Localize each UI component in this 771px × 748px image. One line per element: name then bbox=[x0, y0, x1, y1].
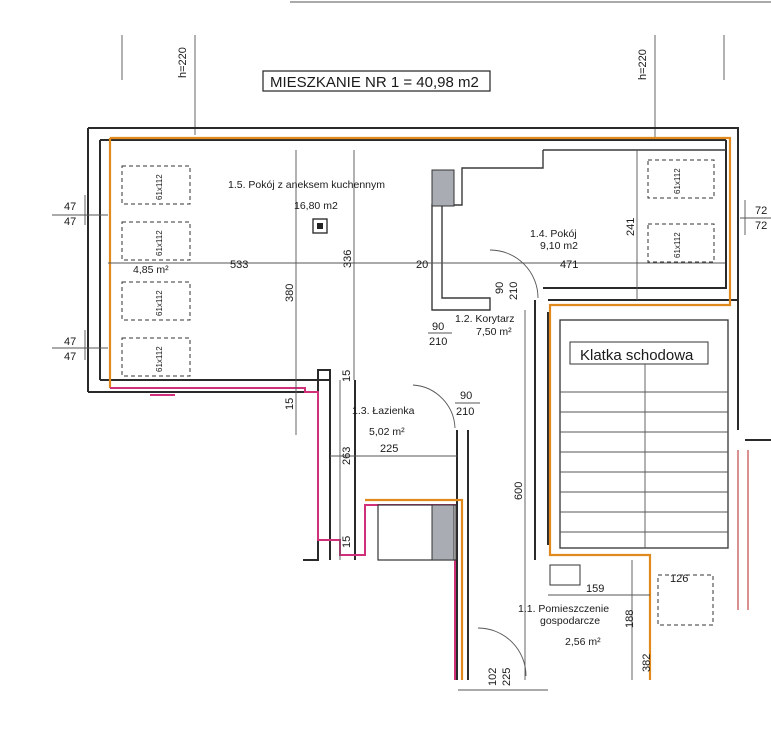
dim-47-c: 47 bbox=[64, 336, 76, 348]
orange-outline-bath bbox=[365, 498, 464, 680]
height-mark-left: h=220 bbox=[121, 35, 196, 135]
dim-600: 600 bbox=[513, 482, 525, 500]
dim-47-d: 47 bbox=[64, 351, 76, 363]
room-area-1-1: 2,56 m² bbox=[565, 636, 601, 648]
neighbour-wall bbox=[737, 450, 749, 610]
dim-102: 102 bbox=[487, 668, 499, 686]
dim-533: 533 bbox=[230, 259, 248, 271]
window-label-3: 61x112 bbox=[155, 290, 164, 316]
dimension-lines bbox=[108, 150, 725, 691]
window-label-2: 61x112 bbox=[155, 230, 164, 256]
door-90-b: 90 bbox=[432, 321, 444, 333]
room-label-1-5: 1.5. Pokój z aneksem kuchennym bbox=[228, 179, 385, 191]
dim-225: 225 bbox=[380, 443, 398, 455]
height-label-left: h=220 bbox=[177, 47, 189, 78]
height-mark-right: h=220 bbox=[637, 35, 725, 140]
room-area-1-4: 9,10 m2 bbox=[540, 240, 578, 252]
room-label-1-3: 1.3. Łazienka bbox=[352, 405, 415, 417]
dim-225-b: 225 bbox=[501, 668, 513, 686]
stairwell bbox=[559, 319, 729, 549]
dim-15-b: 15 bbox=[341, 370, 353, 382]
window-label-5: 61x112 bbox=[673, 168, 682, 194]
column-block-bath bbox=[431, 504, 455, 561]
left-wall-openings bbox=[52, 195, 771, 360]
window-label-4: 61x112 bbox=[155, 346, 164, 372]
dim-20: 20 bbox=[416, 259, 428, 271]
door-90-c: 90 bbox=[460, 390, 472, 402]
dim-241: 241 bbox=[625, 218, 637, 236]
column-block-top bbox=[431, 169, 455, 207]
dim-72-a: 72 bbox=[755, 205, 767, 217]
dim-15-c: 15 bbox=[341, 536, 353, 548]
window-5 bbox=[647, 159, 715, 199]
dim-380: 380 bbox=[284, 284, 296, 302]
room-area-1-3: 5,02 m² bbox=[369, 426, 405, 438]
room-area-1-5: 16,80 m2 bbox=[294, 200, 338, 212]
door-210-b: 210 bbox=[429, 336, 447, 348]
utility-dashed-box bbox=[657, 574, 714, 626]
room-area-1-2: 7,50 m² bbox=[476, 326, 512, 338]
dim-159: 159 bbox=[586, 583, 604, 595]
orange-outline-main bbox=[110, 136, 732, 680]
dim-72-b: 72 bbox=[755, 220, 767, 232]
door-swing-utility bbox=[477, 627, 527, 677]
dim-382: 382 bbox=[641, 654, 653, 672]
dim-126: 126 bbox=[670, 573, 688, 585]
door-210-a: 210 bbox=[508, 282, 520, 300]
window-3 bbox=[121, 281, 191, 321]
dim-336: 336 bbox=[342, 250, 354, 268]
dim-47-b: 47 bbox=[64, 216, 76, 228]
room-label-1-1: 1.1. Pomieszczenie bbox=[518, 603, 609, 615]
dim-15-a: 15 bbox=[284, 398, 296, 410]
dim-47-a: 47 bbox=[64, 201, 76, 213]
window-4 bbox=[121, 337, 191, 377]
door-210-c: 210 bbox=[456, 406, 474, 418]
plan-title: MIESZKANIE NR 1 = 40,98 m2 bbox=[270, 74, 479, 91]
stairwell-label: Klatka schodowa bbox=[580, 347, 694, 364]
room-label-1-2: 1.2. Korytarz bbox=[455, 313, 515, 325]
windows-left: 61x112 61x112 61x112 61x112 61x112 61x11… bbox=[121, 159, 715, 377]
height-label-right: h=220 bbox=[637, 49, 649, 80]
window-1 bbox=[121, 165, 191, 205]
window-2 bbox=[121, 221, 191, 261]
window-label-1: 61x112 bbox=[155, 174, 164, 200]
door-90-a: 90 bbox=[494, 282, 506, 294]
door-swing-corridor bbox=[489, 249, 539, 299]
title-box bbox=[262, 70, 491, 92]
door-swing-bath bbox=[412, 384, 456, 429]
outer-walls bbox=[87, 127, 771, 680]
utility-niche bbox=[549, 564, 581, 586]
dim-188: 188 bbox=[624, 610, 636, 628]
dim-471: 471 bbox=[560, 259, 578, 271]
room-label-1-4: 1.4. Pokój bbox=[530, 228, 577, 240]
balcony-area: 4,85 m² bbox=[133, 264, 169, 276]
window-label-6: 61x112 bbox=[673, 232, 682, 258]
dim-263: 263 bbox=[341, 447, 353, 465]
room-label-1-1b: gospodarcze bbox=[540, 615, 600, 627]
window-6 bbox=[647, 223, 715, 263]
stove-center bbox=[317, 223, 323, 229]
